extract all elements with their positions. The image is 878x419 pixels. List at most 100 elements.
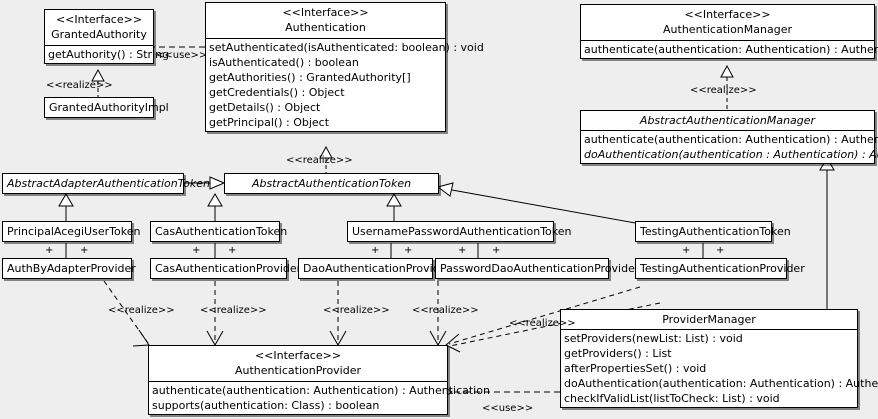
operation-item: isAuthenticated() : boolean xyxy=(209,56,359,69)
operation-item: checkIfValidList(listToCheck: List) : vo… xyxy=(564,392,780,405)
class-header: <<Interface>> GrantedAuthority xyxy=(45,10,153,45)
class-header: CasAuthenticationToken xyxy=(151,222,288,241)
edge-label-use-granted-authority: <<use>> xyxy=(156,50,208,61)
operation-item: setAuthenticated(isAuthenticated: boolea… xyxy=(209,41,484,54)
class-authentication[interactable]: <<Interface>> Authentication setAuthenti… xyxy=(205,2,484,132)
class-name-label: PasswordDaoAuthenticationProvider xyxy=(440,262,640,275)
class-header: TestingAuthenticationProvider xyxy=(636,259,805,278)
class-header: PasswordDaoAuthenticationProvider xyxy=(436,259,640,278)
class-auth-by-adapter-provider[interactable]: AuthByAdapterProvider xyxy=(2,258,136,279)
edge-label-use-provider-manager: <<use>> xyxy=(482,403,534,414)
class-name-label: AuthByAdapterProvider xyxy=(7,262,136,275)
stereotype-label: <<Interface>> xyxy=(55,13,143,26)
edge-generalize-principal-token xyxy=(58,193,74,221)
stereotype-label: <<Interface>> xyxy=(684,8,771,21)
edge-label-realize-authentication-token: <<realize>> xyxy=(286,155,353,166)
edge-label-realize-provider-manager: <<realize>> xyxy=(509,318,576,329)
operation-item: authenticate(authentication: Authenticat… xyxy=(152,384,490,397)
operation-item: getAuthorities() : GrantedAuthority[] xyxy=(209,71,411,84)
class-abstract-adapter-authentication-token[interactable]: AbstractAdapterAuthenticationToken xyxy=(2,173,210,194)
class-header: DaoAuthenticationProvider xyxy=(299,259,451,278)
operation-item: getPrincipal() : Object xyxy=(209,116,330,129)
class-header: AuthByAdapterProvider xyxy=(3,259,136,278)
multiplicity-plus: + xyxy=(192,245,201,256)
stereotype-label: <<Interface>> xyxy=(282,6,369,19)
operations-compartment: authenticate(authentication: Authenticat… xyxy=(149,381,490,414)
class-name-label: PrincipalAcegiUserToken xyxy=(7,225,141,238)
class-abstract-authentication-manager[interactable]: AbstractAuthenticationManager authentica… xyxy=(580,110,878,164)
operation-item: doAuthentication(authentication : Authen… xyxy=(584,148,878,161)
multiplicity-plus: + xyxy=(371,245,380,256)
class-password-dao-authentication-provider[interactable]: PasswordDaoAuthenticationProvider xyxy=(435,258,640,279)
class-testing-authentication-token[interactable]: TestingAuthenticationToken xyxy=(635,221,791,242)
class-name-label: TestingAuthenticationToken xyxy=(640,225,791,238)
operations-compartment: setAuthenticated(isAuthenticated: boolea… xyxy=(206,38,484,131)
class-header: UsernamePasswordAuthenticationToken xyxy=(348,222,572,241)
class-header: <<Interface>> Authentication xyxy=(206,3,445,38)
class-principal-acegi-user-token[interactable]: PrincipalAcegiUserToken xyxy=(2,221,141,242)
class-header: PrincipalAcegiUserToken xyxy=(3,222,141,241)
multiplicity-plus: + xyxy=(716,245,725,256)
operations-compartment: authenticate(authentication: Authenticat… xyxy=(581,130,878,163)
class-header: ProviderManager xyxy=(561,310,857,329)
class-header: <<Interface>> AuthenticationProvider xyxy=(149,346,447,381)
class-testing-authentication-provider[interactable]: TestingAuthenticationProvider xyxy=(635,258,805,279)
operations-compartment: getAuthority() : String xyxy=(45,45,170,63)
class-header: AbstractAuthenticationManager xyxy=(581,111,874,130)
class-header: GrantedAuthorityImpl xyxy=(45,98,169,117)
class-name-label: CasAuthenticationToken xyxy=(155,225,288,238)
edge-generalize-testing-token xyxy=(436,182,642,225)
class-header: CasAuthenticationProvider xyxy=(151,259,302,278)
class-name-label: GrantedAuthorityImpl xyxy=(49,101,169,114)
multiplicity-plus: + xyxy=(404,245,413,256)
edge-generalize-username-password-token xyxy=(386,193,402,221)
operations-compartment: setProviders(newList: List) : void getPr… xyxy=(561,329,878,407)
class-name-label: CasAuthenticationProvider xyxy=(155,262,302,275)
class-header: AbstractAuthenticationToken xyxy=(225,174,438,193)
multiplicity-plus: + xyxy=(682,245,691,256)
operation-item: authenticate(authentication: Authenticat… xyxy=(584,133,878,146)
operation-item: supports(authentication: Class) : boolea… xyxy=(152,399,380,412)
multiplicity-plus: + xyxy=(492,245,501,256)
edge-label-realize-authentication-manager: <<realize>> xyxy=(690,85,757,96)
class-username-password-authentication-token[interactable]: UsernamePasswordAuthenticationToken xyxy=(347,221,572,242)
class-name-label: ProviderManager xyxy=(662,313,756,326)
class-granted-authority-impl[interactable]: GrantedAuthorityImpl xyxy=(44,97,169,118)
operation-item: getAuthority() : String xyxy=(48,48,170,61)
operation-item: authenticate(authentication: Authenticat… xyxy=(584,43,878,56)
class-header: TestingAuthenticationToken xyxy=(636,222,791,241)
class-name-label: TestingAuthenticationProvider xyxy=(640,262,805,275)
class-granted-authority[interactable]: <<Interface>> GrantedAuthority getAuthor… xyxy=(44,9,170,64)
operation-item: getProviders() : List xyxy=(564,347,672,360)
edge-label-realize-dao-provider: <<realize>> xyxy=(323,305,390,316)
class-provider-manager[interactable]: ProviderManager setProviders(newList: Li… xyxy=(560,309,878,408)
operation-item: doAuthentication(authentication: Authent… xyxy=(564,377,878,390)
multiplicity-plus: + xyxy=(80,245,89,256)
class-cas-authentication-provider[interactable]: CasAuthenticationProvider xyxy=(150,258,302,279)
class-name-label: Authentication xyxy=(285,21,366,34)
class-dao-authentication-provider[interactable]: DaoAuthenticationProvider xyxy=(298,258,451,279)
class-name-label: AbstractAuthenticationManager xyxy=(639,114,816,127)
edge-label-realize-auth-by-adapter: <<realize>> xyxy=(108,305,175,316)
multiplicity-plus: + xyxy=(228,245,237,256)
operation-item: getCredentials() : Object xyxy=(209,86,345,99)
class-name-label: DaoAuthenticationProvider xyxy=(303,262,451,275)
class-header: AbstractAdapterAuthenticationToken xyxy=(3,174,210,193)
edge-label-realize-password-dao-provider: <<realize>> xyxy=(412,305,479,316)
class-name-label: AuthenticationManager xyxy=(663,23,792,36)
class-abstract-authentication-token[interactable]: AbstractAuthenticationToken xyxy=(224,173,439,194)
class-name-label: GrantedAuthority xyxy=(51,28,147,41)
class-authentication-provider[interactable]: <<Interface>> AuthenticationProvider aut… xyxy=(148,345,490,415)
class-authentication-manager[interactable]: <<Interface>> AuthenticationManager auth… xyxy=(580,4,878,59)
operations-compartment: authenticate(authentication: Authenticat… xyxy=(581,40,878,58)
edge-generalize-provider-manager xyxy=(819,157,835,309)
operation-item: afterPropertiesSet() : void xyxy=(564,362,707,375)
stereotype-label: <<Interface>> xyxy=(254,349,342,362)
class-cas-authentication-token[interactable]: CasAuthenticationToken xyxy=(150,221,288,242)
class-name-label: AbstractAdapterAuthenticationToken xyxy=(7,177,210,190)
operation-item: getDetails() : Object xyxy=(209,101,321,114)
edge-label-realize-cas-provider: <<realize>> xyxy=(200,305,267,316)
class-name-label: UsernamePasswordAuthenticationToken xyxy=(352,225,572,238)
class-header: <<Interface>> AuthenticationManager xyxy=(581,5,874,40)
